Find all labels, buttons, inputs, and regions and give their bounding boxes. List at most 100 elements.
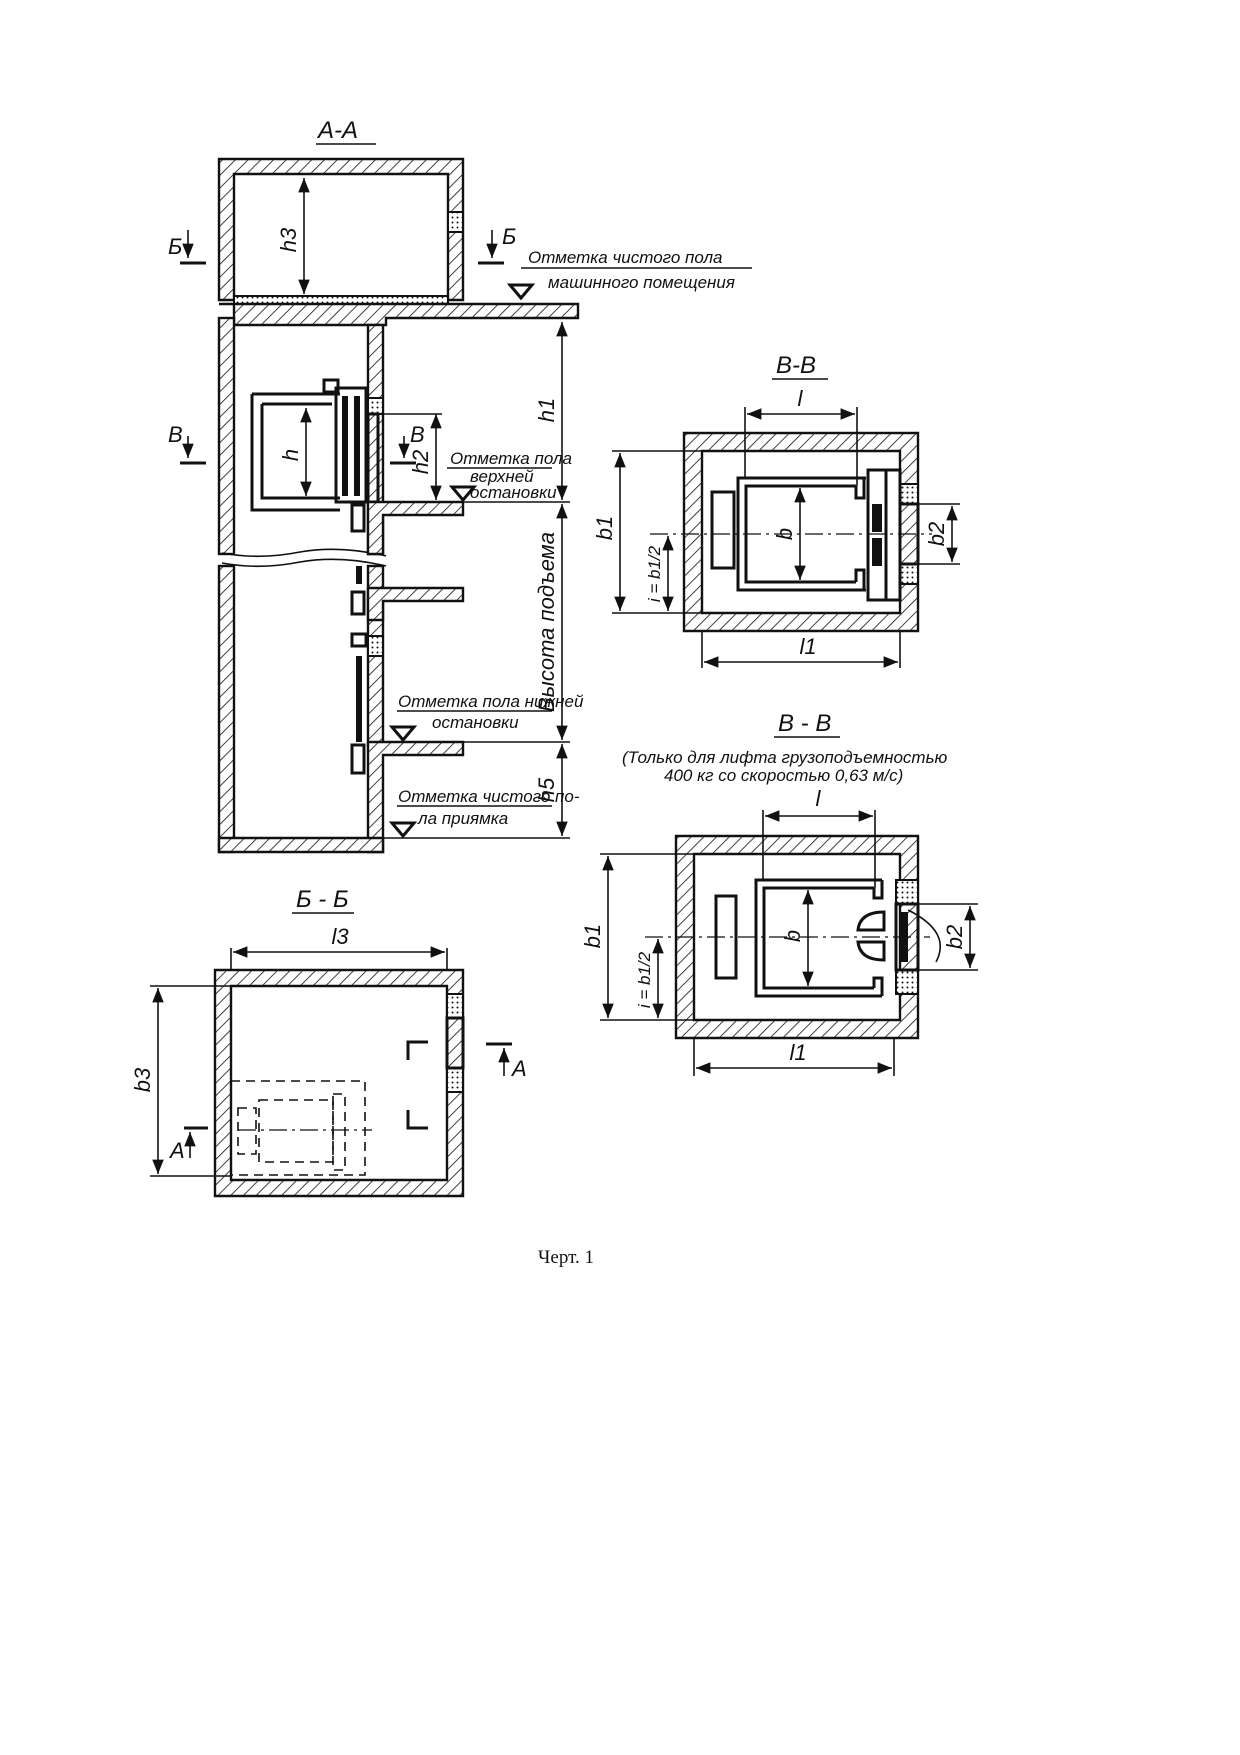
sill-upper <box>350 503 366 533</box>
bottom-floor-note-1: Отметка пола нижней <box>398 692 584 711</box>
dim-b3-label: b3 <box>130 1067 155 1092</box>
section-mark-a-right: А <box>510 1056 527 1081</box>
cabin-plan-2-jambs <box>872 880 884 996</box>
sill-middle <box>350 590 366 616</box>
hinged-door-leaf-2 <box>856 940 886 962</box>
cabin-outline <box>250 392 340 512</box>
sill-lower <box>350 743 366 775</box>
bottom-floor-note-2: остановки <box>432 713 519 732</box>
figure-caption: Черт. 1 <box>538 1247 594 1268</box>
dim-h5-label: h5 <box>534 777 559 802</box>
top-floor-note-1: Отметка пола <box>450 449 572 468</box>
view-vv2-title: В - В <box>778 710 831 737</box>
middle-landing-slab <box>366 586 465 622</box>
view-vv2-note-1: (Только для лифта грузоподъемностью <box>622 748 948 767</box>
machine-floor-note-2: машинного помещения <box>548 273 735 292</box>
machine-room-walls <box>217 157 465 302</box>
dim-l3-label: l3 <box>331 924 349 949</box>
machine-room-window <box>447 211 464 233</box>
pit-floor-note-1: Отметка чистого по- <box>398 787 580 806</box>
dim-b2-2-label: b2 <box>942 925 967 949</box>
dim-h1-label: h1 <box>534 398 559 422</box>
winch-drum-dashed <box>332 1093 346 1171</box>
cabin-door-leaf-2 <box>354 396 360 496</box>
section-mark-b-left: Б <box>168 234 182 259</box>
machine-floor-note-1: Отметка чистого пола <box>528 248 723 267</box>
shaft-plan-walls <box>682 431 920 633</box>
bottom-floor-level-mark <box>388 725 418 743</box>
shaft-left-wall-upper <box>217 316 236 556</box>
door-leaf-plan-2 <box>872 538 882 566</box>
shaft-plan-window-2 <box>899 563 919 585</box>
section-mark-v-right: В <box>410 422 425 447</box>
cabin-door-leaf-1 <box>342 396 348 496</box>
dim-h3-label: h3 <box>276 227 301 252</box>
view-bb-title: Б - Б <box>296 886 349 913</box>
shaft-plan-window-1 <box>899 483 919 505</box>
cabin-door-plan <box>866 468 888 602</box>
lower-door-operator <box>350 632 368 648</box>
dim-h2-label: h2 <box>408 450 433 474</box>
hinged-door-leaf-1 <box>856 910 886 932</box>
pit-floor-slab <box>217 836 385 854</box>
view-vv-2: В - В (Только для лифта грузоподъемность… <box>580 710 978 1076</box>
winch-gear-dashed <box>258 1099 334 1163</box>
shaft-plan-2-window-2 <box>895 969 919 995</box>
dim-l-2-label: l <box>816 786 822 811</box>
dim-i-2-label: i = b1/2 <box>635 951 654 1008</box>
dim-b-2-label: b <box>780 930 805 942</box>
dim-lift-height-label: Высота подъема <box>534 532 559 712</box>
winch-motor-dashed <box>237 1107 257 1155</box>
pit-floor-note-2: ла приямка <box>417 809 508 828</box>
dim-i-label: i = b1/2 <box>645 545 664 602</box>
dim-b2-label: b2 <box>924 522 949 546</box>
shaft-plan-2-window-1 <box>895 879 919 905</box>
plan-window-2 <box>446 1067 464 1093</box>
top-floor-note-3: остановки <box>470 483 557 502</box>
cabin-plan-2-outer <box>754 878 882 998</box>
dim-l-label: l <box>798 386 804 411</box>
cabin-plan-2-inner <box>762 886 874 990</box>
view-vv1-title: В-В <box>776 352 816 379</box>
machine-room-slab <box>219 302 580 327</box>
lower-door-window <box>367 635 384 657</box>
door-operator <box>322 378 340 394</box>
view-aa: А-А Б <box>168 117 752 854</box>
shaft-plan-2-walls <box>674 834 920 1040</box>
view-aa-title: А-А <box>316 117 358 144</box>
cabin-plan-jambs <box>854 478 866 590</box>
door-swing-arc <box>907 909 941 963</box>
view-vv-1: В-В l b b1 i = b1/2 b2 <box>592 352 960 668</box>
upper-door-window <box>367 397 384 415</box>
opening-corner-lower <box>406 1110 428 1130</box>
machine-floor-level-mark <box>506 283 536 301</box>
top-floor-note-2: верхней <box>470 467 534 486</box>
section-mark-a-left: А <box>168 1138 185 1163</box>
view-bb: Б - Б l3 b3 А А <box>130 886 527 1198</box>
pit-floor-level-mark <box>388 821 418 839</box>
dim-l1-label: l1 <box>799 634 816 659</box>
dim-h-label: h <box>278 449 303 461</box>
counterweight <box>710 490 736 570</box>
plan-opening <box>445 1016 465 1070</box>
machine-room-plan-walls <box>213 968 465 1198</box>
top-landing-slab <box>366 500 465 556</box>
break-line-lower <box>221 558 387 568</box>
dim-b1-label: b1 <box>592 516 617 540</box>
plan-window-1 <box>446 993 464 1019</box>
opening-corner-upper <box>406 1040 428 1060</box>
dim-b-label: b <box>772 528 797 540</box>
section-mark-b-right: Б <box>502 224 516 249</box>
cabin-door-frame <box>334 386 368 504</box>
winch-base-dashed <box>230 1080 366 1176</box>
cabin-inner <box>260 402 340 500</box>
break-line-upper <box>221 548 387 558</box>
shaft-door-plan <box>884 468 902 602</box>
view-vv2-note-2: 400 кг со скоростью 0,63 м/с) <box>664 766 903 785</box>
top-floor-level-mark <box>448 485 478 503</box>
section-mark-v-left: В <box>168 422 183 447</box>
shaft-left-wall-lower <box>217 564 236 854</box>
dim-b1-2-label: b1 <box>580 924 605 948</box>
lower-door-leaf <box>356 656 362 742</box>
